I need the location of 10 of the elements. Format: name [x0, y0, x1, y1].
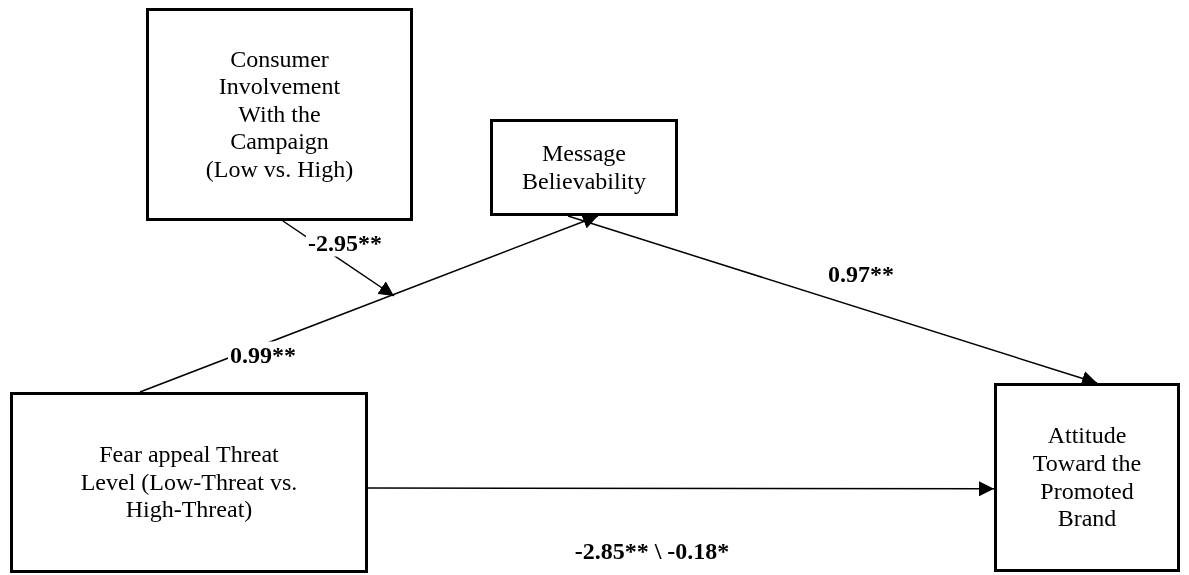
arrow [367, 481, 995, 497]
variable-box [994, 383, 1180, 572]
variable-name: Message Believability [521, 139, 647, 196]
variable-box [490, 119, 678, 216]
variable-box [146, 8, 413, 221]
arrow [139, 214, 599, 393]
variable-name: Attitude Toward the Promoted Brand [1031, 422, 1143, 533]
variable-box [10, 392, 368, 573]
variable-name: Consumer Involvement With the Campaign (Low vs. High) [204, 45, 355, 184]
variable-name: Fear appeal Threat Level (Low-Threat vs. High-Threat) [79, 441, 299, 524]
